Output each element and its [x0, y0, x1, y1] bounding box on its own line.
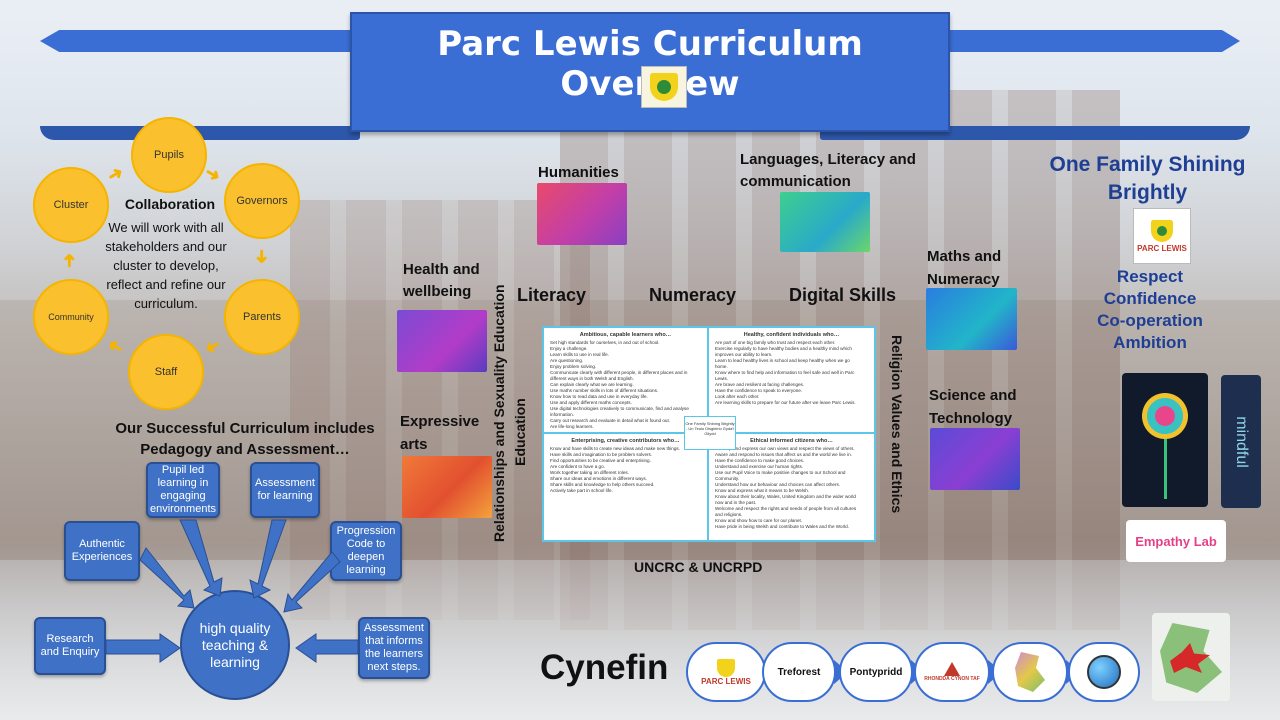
humanities-image	[537, 183, 627, 245]
label-health: Health and wellbeing	[403, 261, 480, 300]
label-science: Science and Technology	[929, 387, 1017, 427]
node-parents: Parents	[224, 279, 300, 355]
science-image	[930, 428, 1020, 490]
label-maths: Maths and Numeracy	[927, 248, 1002, 288]
pedagogy-arrows	[105, 519, 359, 663]
label-humanities: Humanities	[538, 164, 619, 181]
node-community: Community	[33, 279, 109, 355]
health-image	[397, 310, 487, 372]
pedagogy-heading: Our Successful Curriculum includes Pedag…	[115, 420, 375, 458]
empathy-lab-logo: Empathy Lab	[1126, 520, 1226, 562]
skill-numeracy: Numeracy	[649, 285, 737, 305]
purpose-ethical: Ethical informed citizens who… Develop a…	[715, 438, 857, 529]
school-logo-right: PARC LEWIS	[1133, 208, 1191, 264]
rve-vertical-label: Religion Values and Ethics	[889, 335, 905, 514]
school-logo-top	[641, 66, 687, 108]
welsh-dragon-map-image	[1152, 613, 1230, 701]
values-list: Respect Confidence Co-operation Ambition	[1095, 266, 1205, 354]
teaching-learning-center: high quality teaching & learning	[180, 590, 290, 700]
cynefin-step-treforest: Treforest	[762, 642, 836, 702]
node-governors: Governors	[224, 163, 300, 239]
cynefin-step-globe	[1068, 642, 1140, 702]
cynefin-step-pontypridd: Pontypridd	[839, 642, 913, 702]
node-pupils: Pupils	[131, 117, 207, 193]
collaboration-text: We will work with all stakeholders and o…	[105, 220, 227, 311]
rse-vertical-label: Relationships and Sexuality Education	[491, 284, 507, 543]
skill-digital: Digital Skills	[789, 285, 897, 305]
collaboration-heading: Collaboration	[124, 196, 216, 212]
cynefin-step-rct: RHONDDA CYNON TAF	[914, 642, 990, 702]
value-ambition: Ambition	[1113, 333, 1187, 352]
label-languages: Languages, Literacy and communication	[740, 151, 916, 190]
motto: One Family Shining Brightly	[1049, 153, 1246, 204]
box-authentic: Authentic Experiences	[64, 521, 140, 581]
purpose-healthy: Healthy, confident individuals who… Are …	[709, 328, 874, 434]
box-pupil-led: Pupil led learning in engaging environme…	[146, 462, 220, 518]
value-respect: Respect	[1116, 267, 1184, 286]
box-research: Research and Enquiry	[34, 617, 106, 675]
languages-image	[780, 192, 870, 252]
education-vertical-label: Education	[512, 398, 528, 466]
box-progression: Progression Code to deepen learning	[330, 521, 402, 581]
expressive-image	[402, 456, 492, 518]
skill-literacy: Literacy	[517, 285, 587, 305]
resilience-flower-image	[1122, 373, 1208, 507]
banner-ribbon-left	[40, 30, 360, 52]
banner-ribbon-right	[940, 30, 1240, 52]
maths-image	[926, 288, 1017, 350]
box-assessment-next-steps: Assessment that informs the learners nex…	[358, 617, 430, 679]
purposes-center-note: One Family Shining Brightly - Un Teulu D…	[684, 416, 736, 450]
cynefin-step-wales-map	[992, 642, 1068, 702]
value-cooperation: Co-operation	[1097, 311, 1203, 330]
four-purposes-grid: Ambitious, capable learners who… Set hig…	[542, 326, 876, 542]
uncrc-label: UNCRC & UNCRPD	[634, 559, 763, 575]
purpose-enterprising: Enterprising, creative contributors who……	[544, 434, 709, 540]
node-cluster: Cluster	[33, 167, 109, 243]
label-expressive: Expressive arts	[400, 413, 480, 453]
mindful-logo: mindful	[1221, 375, 1261, 508]
value-confidence: Confidence	[1103, 289, 1197, 308]
box-assessment-for-learning: Assessment for learning	[250, 462, 320, 518]
cynefin-label: Cynefin	[540, 648, 669, 687]
cynefin-step-school: PARC LEWIS	[686, 642, 766, 702]
purpose-ambitious: Ambitious, capable learners who… Set hig…	[544, 328, 709, 434]
node-staff: Staff	[128, 334, 204, 410]
